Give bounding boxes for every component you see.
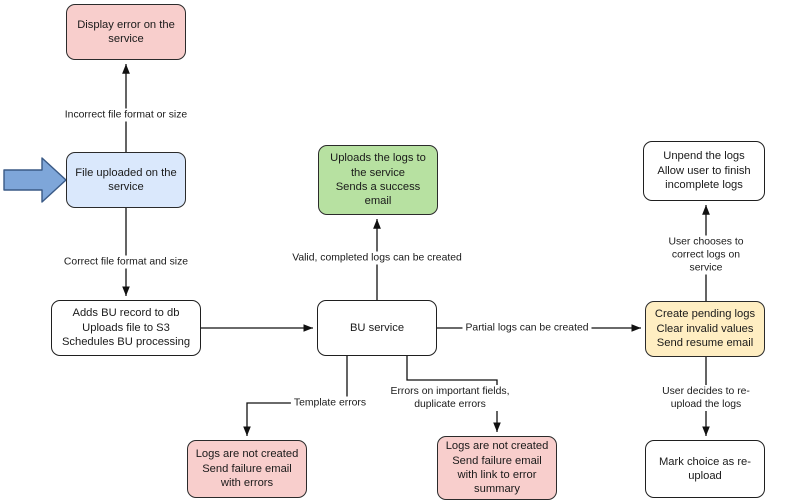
node-mark-choice[interactable]: Mark choice as re- upload xyxy=(645,440,765,498)
entry-arrow-icon xyxy=(3,157,67,203)
edge-label-errors-important-fields: Errors on important fields, duplicate er… xyxy=(387,385,513,411)
node-uploads-logs[interactable]: Uploads the logs to the service Sends a … xyxy=(318,145,438,215)
edge-label-user-decides-reupload: User decides to re-upload the logs xyxy=(658,385,754,411)
edge-label-correct-format: Correct file format and size xyxy=(60,255,192,269)
node-display-error[interactable]: Display error on the service xyxy=(66,4,186,60)
node-create-pending-logs[interactable]: Create pending logs Clear invalid values… xyxy=(645,301,765,357)
edge-label-template-errors: Template errors xyxy=(290,396,370,410)
edge-label-valid-completed: Valid, completed logs can be created xyxy=(289,251,465,265)
edge-label-partial-logs: Partial logs can be created xyxy=(462,321,592,335)
edge-label-user-chooses-correct: User chooses to correct logs on service xyxy=(658,235,754,275)
node-file-uploaded[interactable]: File uploaded on the service xyxy=(66,152,186,208)
edge-label-incorrect-format: Incorrect file format or size xyxy=(61,108,191,122)
node-adds-bu-record[interactable]: Adds BU record to db Uploads file to S3 … xyxy=(51,300,201,356)
node-bu-service[interactable]: BU service xyxy=(317,300,437,356)
node-unpend-logs[interactable]: Unpend the logs Allow user to finish inc… xyxy=(643,141,765,201)
node-logs-not-created-template[interactable]: Logs are not created Send failure email … xyxy=(187,440,307,498)
node-logs-not-created-errors[interactable]: Logs are not created Send failure email … xyxy=(437,436,557,500)
